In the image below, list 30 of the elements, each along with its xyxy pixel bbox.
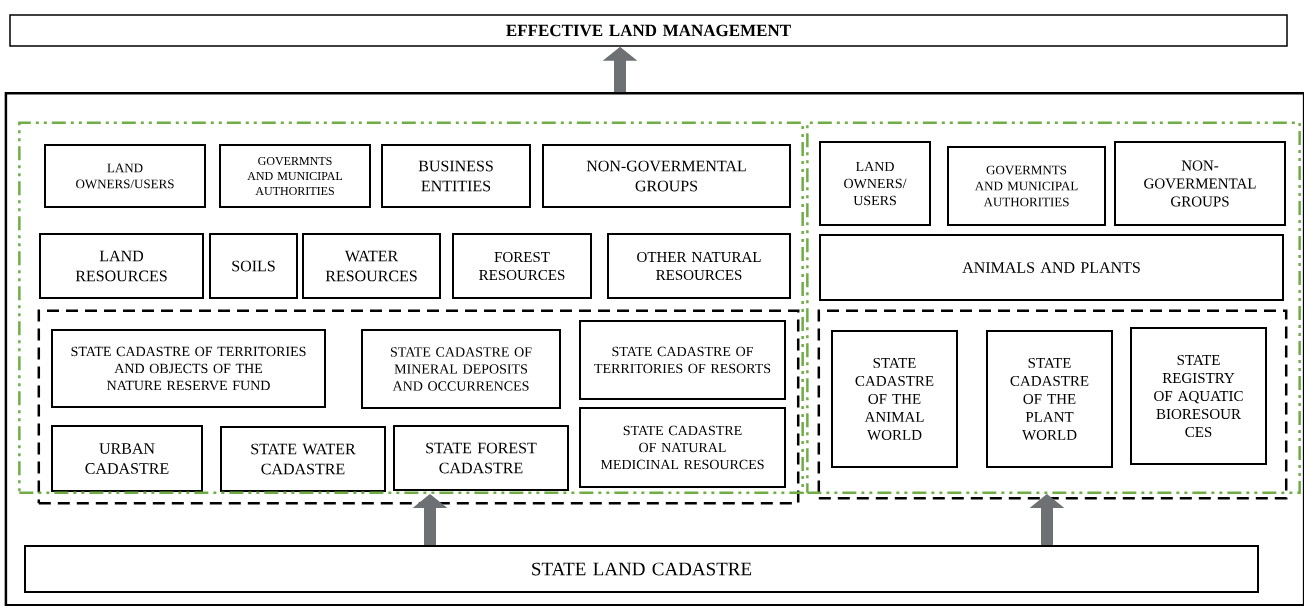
label-box: OTHER NATURAL RESOURCES	[607, 233, 791, 299]
label-box: STATE WATER CADASTRE	[220, 426, 386, 492]
label-box: URBAN CADASTRE	[51, 425, 203, 492]
group-frame	[806, 121, 1301, 494]
label-box: GOVERMNTS AND MUNICIPAL AUTHORITIES	[219, 144, 371, 208]
dashed-frame	[817, 309, 1288, 500]
label-box: NON- GOVERMENTAL GROUPS	[1114, 141, 1286, 226]
title-box: EFFECTIVE LAND MANAGEMENT	[9, 14, 1288, 47]
label-box: BUSINESS ENTITIES	[381, 144, 531, 208]
label-box: FOREST RESOURCES	[452, 233, 592, 299]
label-box: STATE CADASTRE OF NATURAL MEDICINAL RESOURCES	[579, 407, 786, 488]
label-box: STATE CADASTRE OF THE ANIMAL WORLD	[831, 330, 958, 468]
label-box: GOVERMNTS AND MUNICIPAL AUTHORITIES	[947, 146, 1106, 226]
label-box: STATE REGISTRY OF AQUATIC BIORESOUR CES	[1130, 327, 1267, 465]
label-box: STATE LAND CADASTRE	[24, 545, 1259, 593]
label-box: LAND OWNERS/ USERS	[819, 141, 931, 226]
label-box: SOILS	[209, 233, 298, 299]
label-box: STATE CADASTRE OF MINERAL DEPOSITS AND OCCURRENCES	[361, 329, 561, 409]
label-box: STATE CADASTRE OF TERRITORIES OF RESORTS	[579, 320, 786, 400]
label-box: ANIMALS AND PLANTS	[819, 234, 1284, 301]
dashed-frame	[37, 309, 800, 505]
group-frame	[18, 121, 804, 494]
label-box: LAND RESOURCES	[39, 233, 204, 299]
outer-frame	[4, 92, 1304, 606]
label-box: NON-GOVERMENTAL GROUPS	[542, 144, 791, 208]
label-box: STATE FOREST CADASTRE	[393, 425, 569, 491]
label-box: LAND OWNERS/USERS	[44, 144, 206, 208]
label-box: WATER RESOURCES	[302, 233, 441, 299]
label-box: STATE CADASTRE OF TERRITORIES AND OBJECTS OF THE NATURE RESERVE FUND	[51, 329, 326, 408]
label-box: STATE CADASTRE OF THE PLANT WORLD	[986, 330, 1113, 468]
